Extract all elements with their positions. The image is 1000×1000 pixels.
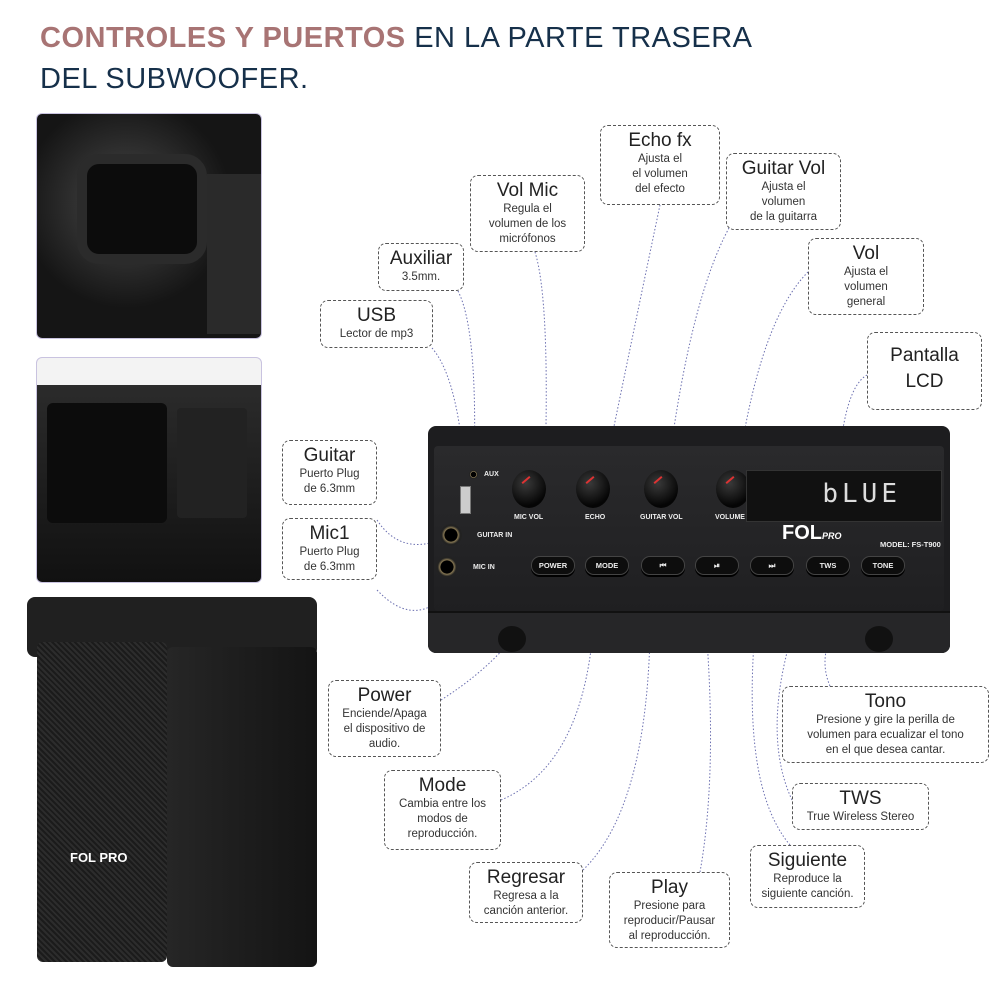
guitar-in-label: GUITAR IN <box>477 532 513 539</box>
volume-knob[interactable] <box>716 470 750 508</box>
mic-in-label: MIC IN <box>473 564 495 571</box>
next-button[interactable]: ⏭ <box>750 556 794 575</box>
control-panel: AUX GUITAR IN MIC IN MIC VOL ECHO GUITAR… <box>428 426 950 653</box>
mode-button[interactable]: MODE <box>585 556 629 575</box>
headline-rest: EN LA PARTE TRASERA <box>405 22 753 54</box>
mic-vol-knob[interactable] <box>512 470 546 508</box>
aux-jack[interactable] <box>469 470 478 479</box>
power-button[interactable]: POWER <box>531 556 575 575</box>
leader-guitar <box>376 519 441 545</box>
tone-button[interactable]: TONE <box>861 556 905 575</box>
knob-label: GUITAR VOL <box>640 514 683 521</box>
leader-mode <box>500 581 596 801</box>
guitar-in-jack[interactable] <box>440 524 462 546</box>
guitar-vol-knob[interactable] <box>644 470 678 508</box>
knob-label: MIC VOL <box>514 514 544 521</box>
usb-port[interactable] <box>460 486 471 514</box>
leader-next <box>751 581 791 846</box>
knob-label: VOLUME <box>715 514 745 521</box>
photo-handle-closeup <box>36 113 262 339</box>
aux-label: AUX <box>484 471 499 478</box>
leader-mic1 <box>376 589 441 611</box>
headline: CONTROLES Y PUERTOS EN LA PARTE TRASERA <box>40 22 752 55</box>
lcd-text: bLUE <box>822 479 901 509</box>
headline-accent: CONTROLES Y PUERTOS <box>40 22 406 54</box>
echo-knob[interactable] <box>576 470 610 508</box>
brand-logo: FOLPRO <box>782 522 842 544</box>
leader-tws <box>776 581 811 801</box>
model-label: MODEL: FS-T900 <box>880 540 941 549</box>
headline-line2: DEL SUBWOOFER. <box>40 63 309 95</box>
knob-label: ECHO <box>585 514 606 521</box>
leader-aux <box>457 290 476 471</box>
photo-speaker: FOL PRO <box>22 592 322 977</box>
leader-vol <box>737 271 809 471</box>
mic-in-jack[interactable] <box>436 556 458 578</box>
leader-guitar-vol <box>667 227 730 471</box>
speaker-logo: FOL PRO <box>70 850 128 865</box>
photo-top-panel <box>36 357 262 583</box>
previous-button[interactable]: ⏮ <box>641 556 685 575</box>
lcd-display: bLUE <box>746 470 942 522</box>
leader-usb <box>431 347 467 493</box>
callout-lcd: Pantalla LCD <box>867 332 982 410</box>
play-pause-button[interactable]: ⏯ <box>695 556 739 575</box>
tws-button[interactable]: TWS <box>806 556 850 575</box>
